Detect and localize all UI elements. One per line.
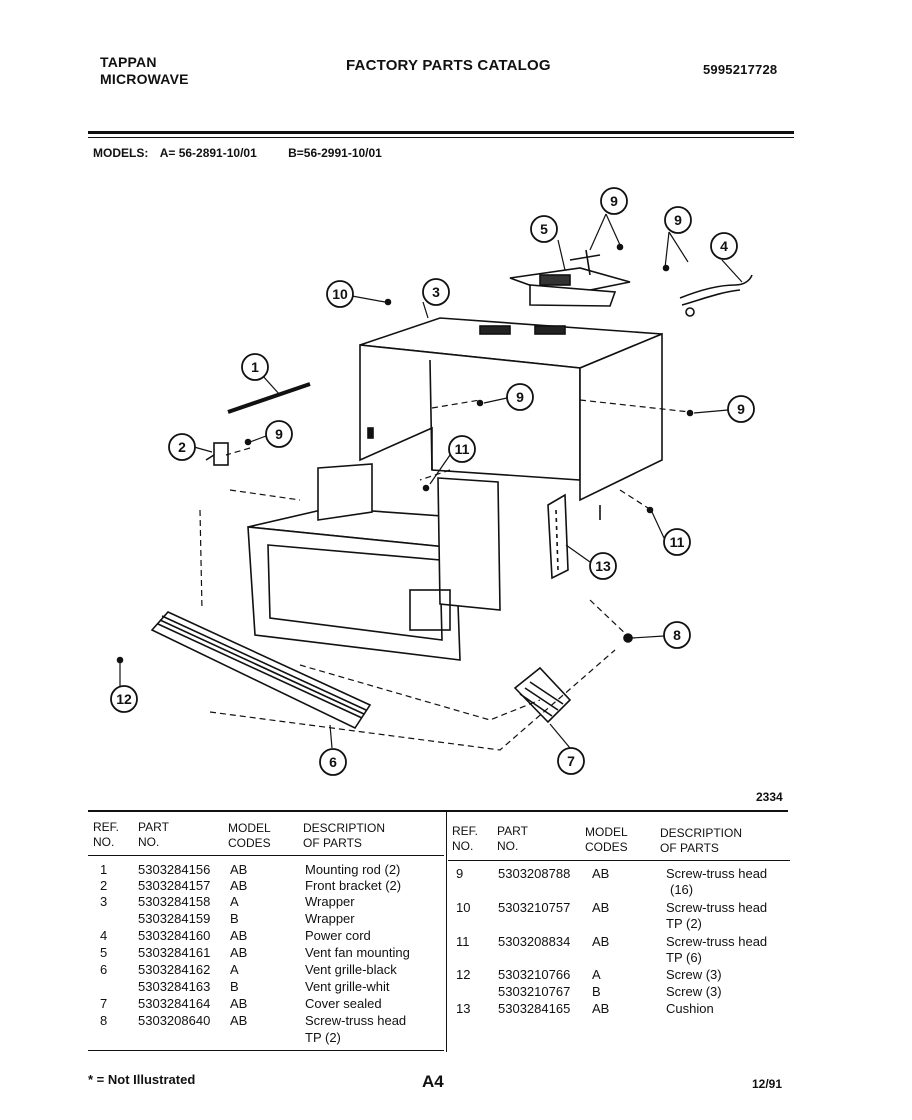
svg-text:3: 3 bbox=[432, 284, 440, 300]
front-bracket-part bbox=[205, 442, 229, 466]
table-bottom-rule bbox=[88, 1050, 444, 1051]
screws bbox=[116, 243, 694, 664]
svg-text:1: 1 bbox=[251, 359, 259, 375]
wrapper-part bbox=[359, 317, 663, 520]
callout-12: 12 bbox=[110, 685, 138, 713]
svg-text:7: 7 bbox=[567, 753, 575, 769]
callout-10: 10 bbox=[326, 280, 354, 308]
callout-6: 6 bbox=[319, 748, 347, 776]
svg-text:9: 9 bbox=[737, 401, 745, 417]
svg-text:9: 9 bbox=[674, 212, 682, 228]
svg-text:13: 13 bbox=[595, 558, 611, 574]
callout-8: 8 bbox=[663, 621, 691, 649]
svg-text:9: 9 bbox=[610, 193, 618, 209]
svg-text:2: 2 bbox=[178, 439, 186, 455]
callout-5: 5 bbox=[530, 215, 558, 243]
callout-9c: 9 bbox=[664, 206, 692, 234]
revision-date: 12/91 bbox=[752, 1077, 783, 1091]
svg-text:5: 5 bbox=[540, 221, 548, 237]
right-header-rule bbox=[448, 860, 790, 861]
exploded-parts-diagram: 1 2 9 10 3 5 9 9 4 9 9 11 11 13 8 12 6 7 bbox=[110, 187, 755, 776]
callout-2: 2 bbox=[168, 433, 196, 461]
callout-4: 4 bbox=[710, 232, 738, 260]
svg-text:10: 10 bbox=[332, 286, 348, 302]
guide-lines bbox=[199, 399, 691, 751]
drawing-number: 2334 bbox=[756, 790, 783, 804]
header-rule-thin bbox=[88, 137, 794, 138]
brand-line-1: TAPPAN bbox=[100, 54, 157, 70]
left-header-ref: REF.NO. bbox=[93, 820, 120, 849]
not-illustrated-note: * = Not Illustrated bbox=[88, 1072, 196, 1087]
brand-line-2: MICROWAVE bbox=[100, 71, 189, 87]
callout-3: 3 bbox=[422, 278, 450, 306]
table-center-divider bbox=[446, 812, 447, 1052]
svg-text:12: 12 bbox=[116, 691, 132, 707]
models-line: MODELS: A= 56-2891-10/01 B=56-2991-10/01 bbox=[93, 146, 382, 160]
callout-13: 13 bbox=[589, 552, 617, 580]
right-header-ref: REF.NO. bbox=[452, 824, 479, 853]
callout-1: 1 bbox=[241, 353, 269, 381]
power-cord-part bbox=[679, 274, 753, 317]
models-label: MODELS: bbox=[93, 146, 149, 160]
svg-text:11: 11 bbox=[670, 534, 685, 550]
cover-sealed-part bbox=[513, 666, 572, 724]
callout-9a: 9 bbox=[265, 420, 293, 448]
left-header-rule bbox=[88, 855, 444, 856]
callout-9b: 9 bbox=[600, 187, 628, 215]
svg-text:11: 11 bbox=[455, 441, 470, 457]
catalog-title: FACTORY PARTS CATALOG bbox=[346, 57, 551, 74]
svg-text:6: 6 bbox=[329, 754, 337, 770]
table-top-rule bbox=[88, 810, 788, 812]
page-number: A4 bbox=[422, 1072, 444, 1091]
catalog-number: 5995217728 bbox=[703, 62, 778, 77]
model-a: A= 56-2891-10/01 bbox=[159, 146, 257, 160]
leader-lines bbox=[119, 213, 743, 749]
svg-text:4: 4 bbox=[720, 238, 728, 254]
callout-7: 7 bbox=[557, 747, 585, 775]
vent-grille-part bbox=[150, 611, 372, 730]
svg-text:9: 9 bbox=[275, 426, 283, 442]
oven-cavity-part bbox=[247, 463, 501, 661]
model-b: B=56-2991-10/01 bbox=[288, 146, 382, 160]
callout-9e: 9 bbox=[727, 395, 755, 423]
vent-fan-mounting-part bbox=[509, 249, 631, 307]
callout-9d: 9 bbox=[506, 383, 534, 411]
callout-11b: 11 bbox=[663, 528, 691, 556]
callouts: 1 2 9 10 3 5 9 9 4 9 9 11 11 13 8 12 6 7 bbox=[110, 187, 755, 776]
brand-block: TAPPAN MICROWAVE bbox=[100, 54, 189, 88]
callout-11a: 11 bbox=[448, 435, 476, 463]
svg-text:8: 8 bbox=[673, 627, 681, 643]
cushion-part bbox=[547, 493, 569, 580]
header-rule-thick bbox=[88, 131, 794, 134]
svg-text:9: 9 bbox=[516, 389, 524, 405]
mounting-rod-part bbox=[227, 382, 311, 414]
